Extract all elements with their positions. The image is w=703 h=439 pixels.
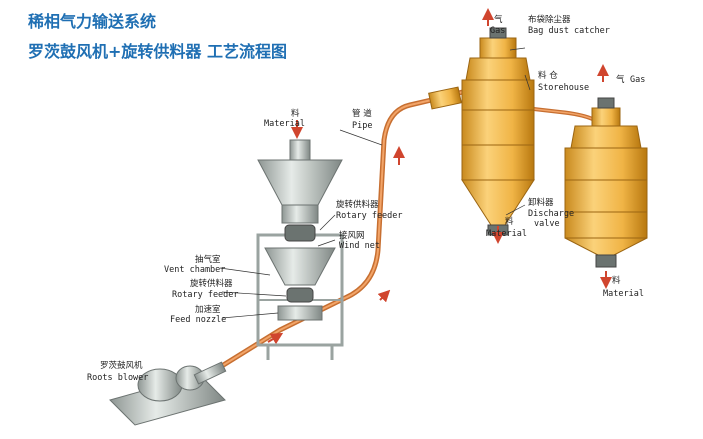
label-bag-zh: 布袋除尘器 — [528, 14, 571, 25]
feeder-tower — [256, 139, 344, 360]
label-vent-zh: 抽气室 — [195, 254, 221, 265]
storehouse-silo-1 — [461, 27, 535, 236]
label-gas-top-en: Gas — [490, 26, 505, 36]
conveying-pipe — [173, 87, 471, 398]
label-material-top-en: Material — [264, 119, 305, 129]
label-nozzle-zh: 加速室 — [195, 304, 221, 315]
label-mat-out1-zh: 料 — [505, 216, 514, 227]
label-rotary1-zh: 旋转供料器 — [336, 199, 379, 210]
label-rotary1-en: Rotary feeder — [336, 211, 403, 221]
label-pipe-zh: 管 道 — [352, 108, 372, 119]
leader-lines — [219, 47, 531, 319]
label-wind-en: Wind net — [339, 241, 380, 251]
label-store-zh: 料 仓 — [538, 70, 558, 81]
label-store-en: Storehouse — [538, 83, 589, 93]
label-blower-en: Roots blower — [87, 373, 148, 383]
label-gas-right-en: Gas — [630, 75, 645, 85]
flow-arrow-2 — [377, 289, 391, 303]
storehouse-silo-2 — [564, 97, 648, 268]
label-mat-out2-zh: 料 — [612, 275, 621, 286]
label-bag-en: Bag dust catcher — [528, 26, 610, 36]
label-gas-right-zh: 气 — [616, 74, 625, 85]
label-mat-out1-en: Material — [486, 229, 527, 239]
flow-arrow-1 — [267, 332, 284, 345]
label-wind-zh: 接风网 — [339, 230, 365, 241]
label-pipe-en: Pipe — [352, 121, 372, 131]
label-rotary2-en: Rotary feeder — [172, 290, 239, 300]
label-discharge-zh: 卸料器 — [528, 197, 554, 208]
roots-blower — [109, 361, 227, 426]
label-blower-zh: 罗茨鼓风机 — [100, 360, 143, 371]
label-rotary2-zh: 旋转供料器 — [190, 278, 233, 289]
diagram-title: 稀相气力输送系统 — [28, 12, 157, 31]
label-discharge-en2: valve — [534, 219, 560, 229]
label-gas-top-zh: 气 — [494, 14, 503, 25]
diagram-subtitle: 罗茨鼓风机+旋转供料器 工艺流程图 — [28, 42, 287, 61]
label-vent-en: Vent chamber — [164, 265, 225, 275]
label-material-top-zh: 料 — [291, 108, 300, 119]
label-discharge-en1: Discharge — [528, 209, 574, 219]
pipe-inlet — [428, 86, 462, 110]
label-nozzle-en: Feed nozzle — [170, 315, 226, 325]
label-mat-out2-en: Material — [603, 289, 644, 299]
